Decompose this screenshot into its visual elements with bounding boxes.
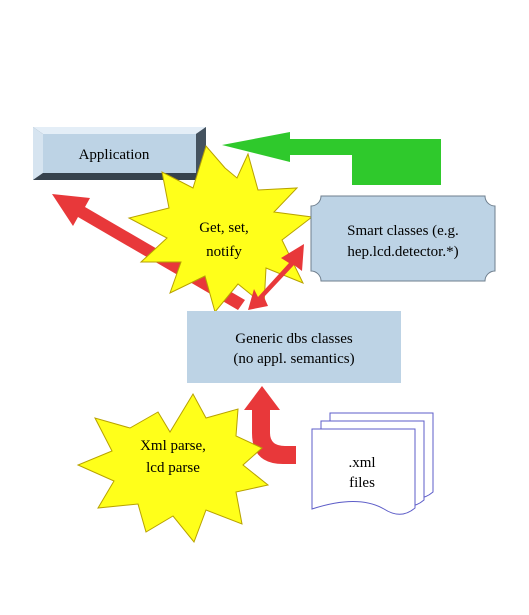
application-box: Application xyxy=(33,127,206,180)
red-arrow-smart-to-generic xyxy=(248,244,304,310)
generic-dbs-box: Generic dbs classes (no appl. semantics) xyxy=(187,311,401,383)
green-arrow xyxy=(222,132,441,185)
xml-files-line1: .xml xyxy=(348,455,375,471)
generic-dbs-line2: (no appl. semantics) xyxy=(233,351,354,367)
parse-label-line1: Xml parse, xyxy=(140,438,206,454)
starburst-parse: Xml parse, lcd parse xyxy=(76,392,270,543)
xml-files-line2: files xyxy=(349,475,375,491)
smart-classes-line2: hep.lcd.detector.*) xyxy=(347,244,458,260)
red-arrow-generic-to-application xyxy=(52,194,245,310)
access-label-line2: notify xyxy=(206,244,242,260)
generic-dbs-line1: Generic dbs classes xyxy=(235,331,353,347)
access-label-line1: Get, set, xyxy=(199,220,249,236)
parse-label-line2: lcd parse xyxy=(146,460,200,476)
application-label: Application xyxy=(79,147,150,163)
xml-files-document-stack: .xml files xyxy=(311,412,434,515)
smart-classes-line1: Smart classes (e.g. xyxy=(347,223,459,239)
smart-classes-box: Smart classes (e.g. hep.lcd.detector.*) xyxy=(310,195,496,282)
red-curved-arrow xyxy=(244,386,296,464)
starburst-access: Get, set, notify xyxy=(127,144,314,314)
